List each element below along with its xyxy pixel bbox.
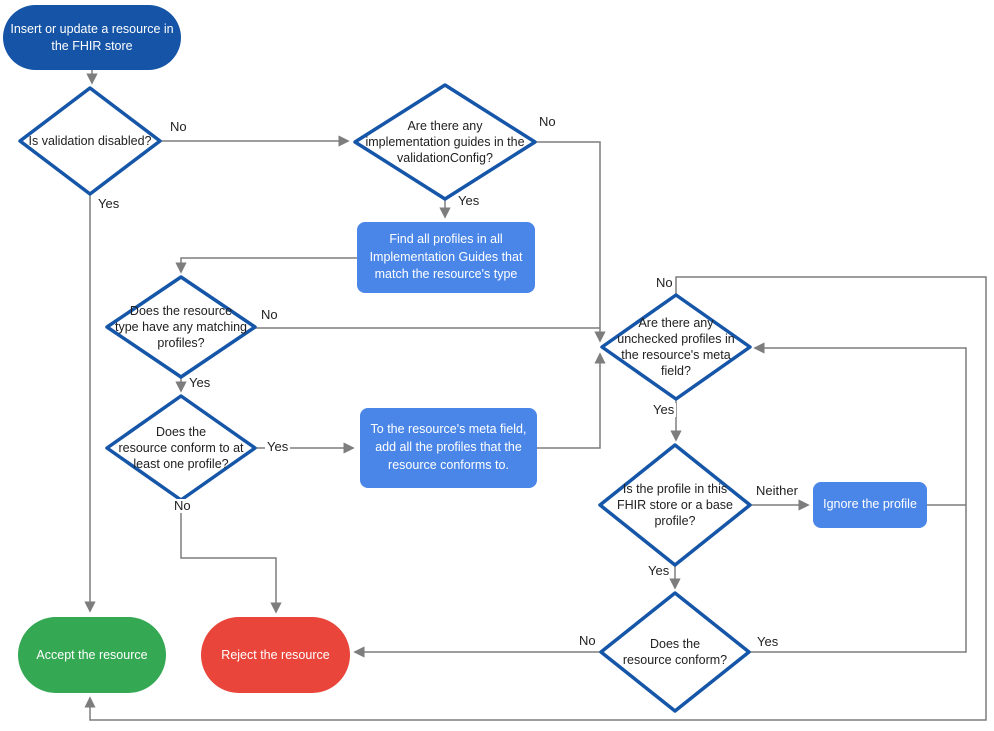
edge-label-validation-yes: Yes bbox=[96, 196, 122, 212]
edge-unchecked-no-to-accept bbox=[84, 276, 987, 721]
diamond-impl-guides-label: Are there any implementation guides in t… bbox=[365, 118, 525, 166]
edge-label-conform-no: No bbox=[577, 633, 598, 649]
diamond-matching-profiles-label: Does the resource type have any matching… bbox=[114, 303, 248, 351]
edge-label-impl-yes: Yes bbox=[456, 193, 482, 209]
start-node: Insert or update a resource in the FHIR … bbox=[3, 5, 181, 70]
diamond-profile-in-store-label: Is the profile in this FHIR store or a b… bbox=[616, 481, 733, 529]
process-find-profiles: Find all profiles in all Implementation … bbox=[357, 222, 535, 293]
diamond-matching-profiles-shape bbox=[105, 275, 257, 379]
edge-label-conform-one-no: No bbox=[172, 498, 193, 514]
reject-node: Reject the resource bbox=[201, 617, 350, 693]
edge-conform-yes-loop-to-unchecked bbox=[749, 342, 967, 653]
diamond-impl-guides-shape bbox=[353, 83, 537, 201]
edge-label-matching-no: No bbox=[259, 307, 280, 323]
diamond-unchecked-profiles-label: Are there any unchecked profiles in the … bbox=[617, 315, 735, 379]
diamond-conform-one-label: Does the resource conform to at least on… bbox=[118, 424, 244, 472]
edge-label-validation-no: No bbox=[168, 119, 189, 135]
edge-implguides-no-to-unchecked bbox=[535, 141, 606, 343]
edge-label-impl-no: No bbox=[537, 114, 558, 130]
edge-addprofiles-to-unchecked bbox=[537, 352, 606, 449]
edge-label-unchecked-no: No bbox=[654, 275, 675, 291]
accept-node: Accept the resource bbox=[18, 617, 166, 693]
diamond-validation-disabled-shape bbox=[18, 86, 162, 196]
process-ignore-profile: Ignore the profile bbox=[813, 482, 927, 528]
edge-label-matching-yes: Yes bbox=[187, 375, 213, 391]
edge-label-unchecked-yes: Yes bbox=[651, 402, 677, 418]
edge-label-conform-yes: Yes bbox=[755, 634, 781, 650]
process-add-profiles: To the resource's meta field, add all th… bbox=[360, 408, 537, 488]
diamond-unchecked-profiles-shape bbox=[600, 293, 752, 401]
edge-label-profile-yes: Yes bbox=[646, 563, 672, 579]
edge-label-profile-neither: Neither bbox=[754, 483, 800, 499]
edge-findprofiles-to-matching bbox=[175, 257, 357, 274]
diamond-resource-conform-label: Does the resource conform? bbox=[622, 636, 728, 667]
edge-conformone-no-to-reject bbox=[180, 500, 282, 614]
edge-label-conform-one-yes: Yes bbox=[265, 439, 291, 455]
diamond-validation-disabled-label: Is validation disabled? bbox=[28, 133, 152, 148]
diamond-profile-in-store-shape bbox=[598, 443, 752, 567]
diamond-resource-conform-shape bbox=[599, 591, 751, 713]
